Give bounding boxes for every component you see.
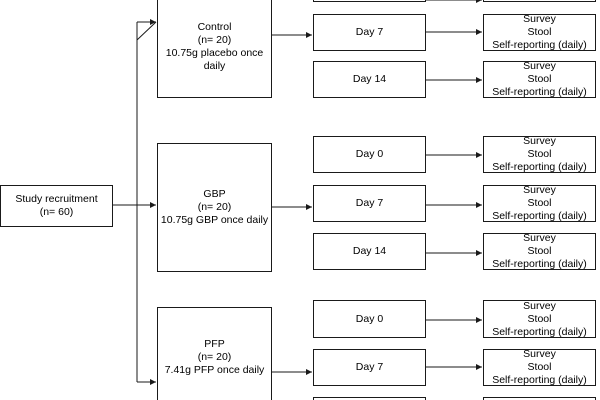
group-dose: 10.75g placebo once [165,46,264,59]
group-name: GBP [203,188,226,200]
outcome-stool: Stool [527,197,552,209]
outcome-stool: Stool [527,73,552,85]
visit-box-pfp-3 [313,397,426,400]
outcome-box-gbp-day14: Survey Stool Self-reporting (daily) [483,232,596,270]
outcome-stool: Stool [527,245,552,257]
visit-day-label: Day 14 [352,245,387,257]
outcome-box-gbp-day7: Survey Stool Self-reporting (daily) [483,184,596,222]
outcome-self-reporting: Self-reporting (daily) [492,325,587,338]
visit-box-gbp-day0: Day 0 [313,136,426,173]
visit-day-label: Day 0 [355,148,384,160]
outcome-box-gbp-day0: Survey Stool Self-reporting (daily) [483,135,596,173]
group-dose-cont: daily [203,59,226,72]
outcome-self-reporting: Self-reporting (daily) [492,39,587,51]
outcome-survey: Survey [523,184,556,196]
outcome-survey: Survey [523,135,556,147]
visit-box-pfp-day0: Day 0 [313,300,426,338]
recruitment-count: (n= 60) [39,206,74,218]
outcome-box-pfp-3 [483,397,596,400]
visit-day-label: Day 14 [352,73,387,85]
visit-box-control-1 [313,0,426,2]
outcome-box-control-day7: Survey Stool Self-reporting (daily) [483,13,596,51]
group-dose: 10.75g GBP once daily [160,214,269,226]
recruitment-title: Study recruitment [15,193,98,205]
visit-box-control-day7: Day 7 [313,14,426,51]
outcome-survey: Survey [523,299,556,312]
group-count: (n= 20) [197,350,232,363]
outcome-self-reporting: Self-reporting (daily) [492,258,587,270]
group-count: (n= 20) [197,33,232,46]
visit-day-label: Day 7 [355,361,384,373]
outcome-box-control-day14: Survey Stool Self-reporting (daily) [483,60,596,98]
outcome-stool: Stool [527,312,552,325]
outcome-self-reporting: Self-reporting (daily) [492,161,587,173]
visit-box-gbp-day14: Day 14 [313,233,426,270]
outcome-box-control-1 [483,0,596,2]
outcome-self-reporting: Self-reporting (daily) [492,210,587,222]
group-name: PFP [204,337,225,350]
outcome-stool: Stool [527,361,552,373]
outcome-box-pfp-day7: Survey Stool Self-reporting (daily) [483,348,596,386]
outcome-survey: Survey [523,232,556,244]
outcome-survey: Survey [523,60,556,72]
outcome-self-reporting: Self-reporting (daily) [492,374,587,386]
visit-box-control-day14: Day 14 [313,61,426,98]
recruitment-box: Study recruitment (n= 60) [0,185,113,227]
group-box-control: Control (n= 20) 10.75g placebo once dail… [157,0,272,98]
visit-day-label: Day 7 [355,197,384,209]
outcome-stool: Stool [527,26,552,38]
group-dose: 7.41g PFP once daily [164,363,265,376]
outcome-box-pfp-day0: Survey Stool Self-reporting (daily) [483,300,596,338]
group-name: Control [197,20,232,33]
group-count: (n= 20) [197,201,232,213]
visit-box-gbp-day7: Day 7 [313,185,426,222]
group-box-pfp: PFP (n= 20) 7.41g PFP once daily [157,307,272,400]
outcome-stool: Stool [527,148,552,160]
group-box-gbp: GBP (n= 20) 10.75g GBP once daily [157,143,272,272]
visit-day-label: Day 7 [355,26,384,38]
outcome-survey: Survey [523,348,556,360]
branch-curve-top [136,21,157,41]
visit-box-pfp-day7: Day 7 [313,349,426,386]
visit-day-label: Day 0 [355,312,384,325]
outcome-survey: Survey [523,13,556,25]
outcome-self-reporting: Self-reporting (daily) [492,86,587,98]
